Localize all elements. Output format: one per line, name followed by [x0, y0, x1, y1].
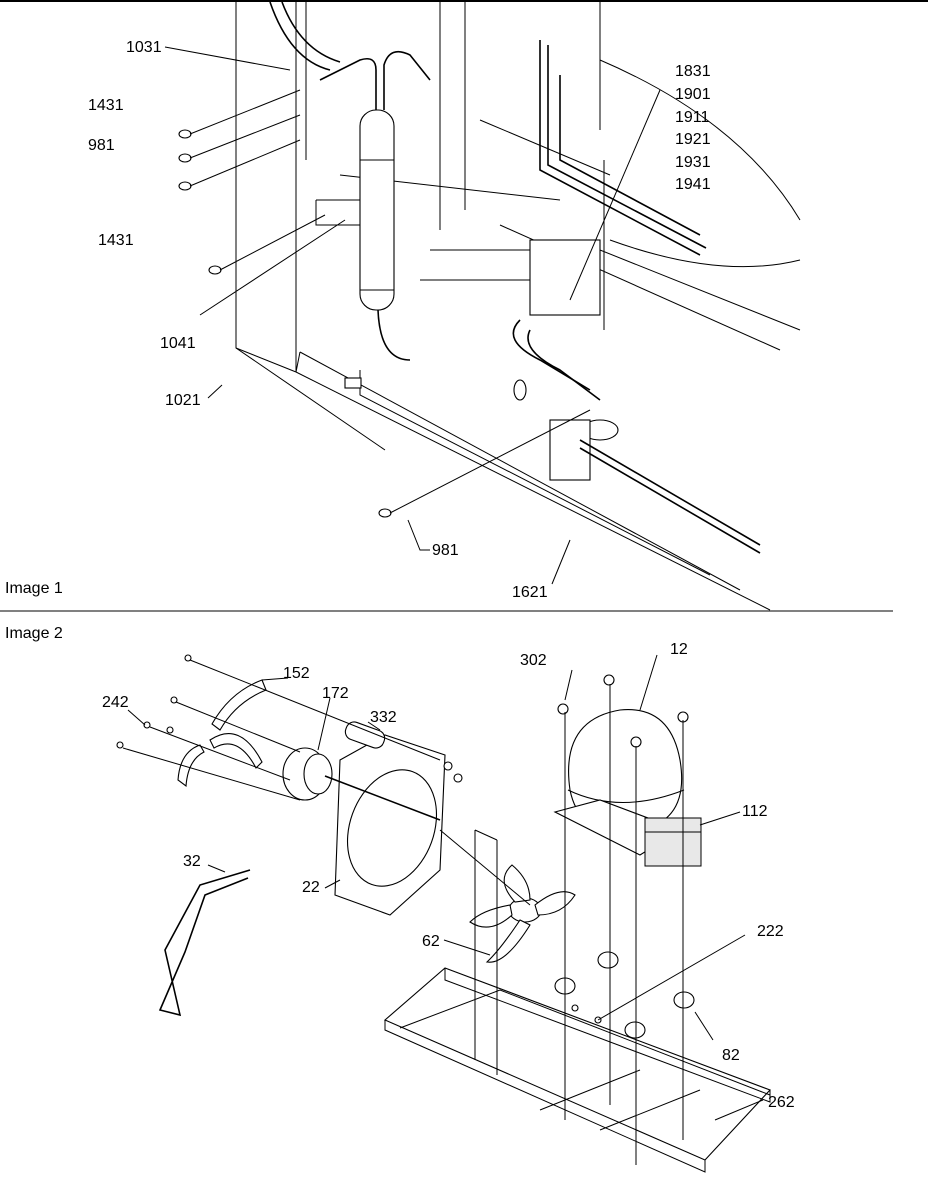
callout-1921: 1921 [675, 131, 711, 148]
callout-22: 22 [302, 879, 320, 896]
callout-32: 32 [183, 853, 201, 870]
callout-12: 12 [670, 641, 688, 658]
image2-caption: Image 2 [5, 625, 63, 642]
image2-drawing: Image 2 [5, 625, 795, 1173]
callout-262: 262 [768, 1094, 795, 1111]
callout-1931: 1931 [675, 154, 711, 171]
callout-62: 62 [422, 933, 440, 950]
callout-1621: 1621 [512, 584, 548, 601]
callout-332: 332 [370, 709, 397, 726]
callout-302: 302 [520, 652, 547, 669]
callout-1021: 1021 [165, 392, 201, 409]
callout-1941: 1941 [675, 176, 711, 193]
callout-981-bottom: 981 [432, 542, 459, 559]
callout-1831: 1831 [675, 63, 711, 80]
callout-1031: 1031 [126, 39, 162, 56]
callout-981-top: 981 [88, 137, 115, 154]
image1-drawing: 1031 1431 981 1431 1041 1021 1831 1901 1… [5, 1, 801, 611]
callout-82: 82 [722, 1047, 740, 1064]
callout-172: 172 [322, 685, 349, 702]
callout-152: 152 [283, 665, 310, 682]
callout-1431-middle: 1431 [98, 232, 134, 249]
callout-1041: 1041 [160, 335, 196, 352]
callout-242: 242 [102, 694, 129, 711]
image1-caption: Image 1 [5, 580, 63, 597]
callout-1431-top: 1431 [88, 97, 124, 114]
callout-1901: 1901 [675, 86, 711, 103]
callout-1911: 1911 [675, 109, 710, 126]
callout-222: 222 [757, 923, 784, 940]
callout-112: 112 [742, 803, 768, 820]
